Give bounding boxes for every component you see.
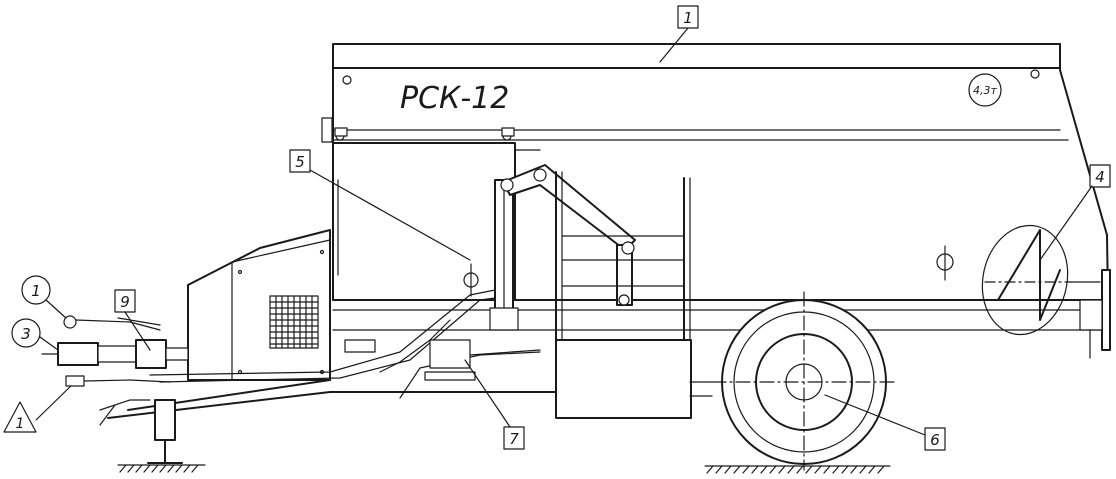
callout-1-circle: 1 bbox=[21, 275, 67, 319]
callout-1-box: 1 bbox=[659, 5, 699, 63]
wheel bbox=[689, 291, 897, 471]
hopper-body bbox=[332, 43, 1109, 331]
pto-shaft bbox=[41, 317, 189, 369]
svg-text:9: 9 bbox=[120, 293, 130, 311]
svg-text:1: 1 bbox=[31, 282, 41, 300]
ground-left bbox=[117, 464, 206, 473]
jack-stand bbox=[99, 399, 183, 464]
callout-3-circle: 3 bbox=[11, 318, 59, 351]
callout-5-box: 5 bbox=[289, 149, 471, 261]
auger-detail bbox=[981, 224, 1101, 336]
svg-text:7: 7 bbox=[509, 430, 519, 448]
svg-text:6: 6 bbox=[930, 431, 940, 449]
drum-guard bbox=[555, 171, 691, 341]
svg-text:4: 4 bbox=[1095, 168, 1105, 186]
callout-7-box: 7 bbox=[464, 359, 525, 450]
svg-text:3: 3 bbox=[21, 325, 31, 343]
model-label: РСК-12 bbox=[400, 81, 509, 116]
rear-flange bbox=[1079, 269, 1111, 359]
svg-text:1: 1 bbox=[16, 416, 25, 432]
drawbar bbox=[107, 289, 557, 419]
callout-6-box: 6 bbox=[824, 394, 946, 451]
hydraulic-linkage bbox=[463, 164, 636, 331]
svg-text:1: 1 bbox=[683, 9, 693, 27]
cabinet bbox=[187, 229, 331, 381]
callout-4-box: 4 bbox=[1039, 164, 1111, 261]
svg-text:5: 5 bbox=[295, 153, 305, 171]
front-plate bbox=[321, 117, 541, 301]
vent-grid bbox=[269, 295, 319, 349]
hose-coupling bbox=[63, 315, 161, 331]
capacity-badge: 4,3т bbox=[968, 73, 1002, 107]
capacity-text: 4,3т bbox=[973, 84, 997, 97]
callout-1-triangle: 1 bbox=[3, 375, 171, 433]
ground-right bbox=[704, 465, 891, 474]
callout-9-box: 9 bbox=[114, 289, 151, 351]
lower-box bbox=[555, 339, 692, 419]
